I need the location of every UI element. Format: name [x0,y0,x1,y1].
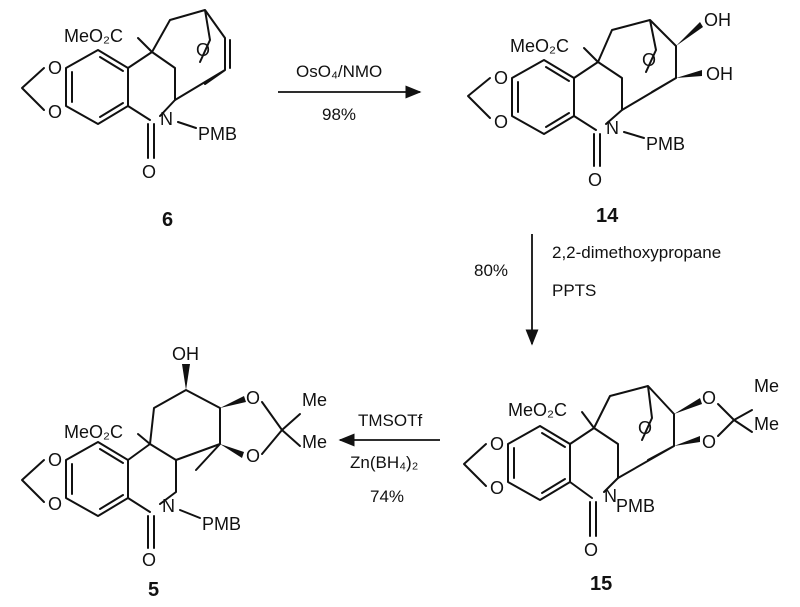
carbonyl-bond [589,501,597,537]
carbonyl-o: O [588,170,602,190]
ester-label: MeO₂C [64,26,123,46]
lactam-n: N [160,109,173,129]
step-1: OsO₄/NMO 98% [278,62,422,124]
step1-reagent: OsO₄/NMO [296,62,382,81]
lactam-n: N [606,118,619,138]
dioxole-o-top: O [494,68,508,88]
ester-bond [583,47,599,63]
n-substituent: PMB [202,514,241,534]
dioxole-o-bottom: O [490,478,504,498]
lactam-ring [573,61,623,131]
acetonide-wedge-1 [220,396,246,408]
ester-bond [137,433,151,445]
methylenedioxy-bridge [463,443,487,487]
bridge-o: O [638,418,652,438]
benzene-double-bonds [71,448,124,510]
acetonide-wedge-2 [674,436,700,446]
methylenedioxy-bridge [21,459,45,503]
dioxole-o-bottom: O [494,112,508,132]
compound-6: O O O N PMB MeO₂C O 6 [21,9,237,231]
carbonyl-o: O [142,550,156,570]
bridge-o: O [196,40,210,60]
ketal-o-2: O [246,446,260,466]
benzene-double-bonds [513,432,566,494]
carbonyl-bond [593,133,601,167]
oxabicycle [597,19,677,111]
n-pmb-bond [177,121,197,129]
methylenedioxy-bridge [21,67,45,111]
step2-reagent-1: 2,2-dimethoxypropane [552,243,721,262]
step3-reagent-2: Zn(BH₄)₂ [350,453,418,472]
ketal-o-1: O [702,388,716,408]
benzene-ring [511,59,575,135]
compound-15: O O O N PMB MeO₂C O O O Me Me 15 [463,376,779,595]
ketal-o-1: O [246,388,260,408]
benzene-double-bonds [517,66,570,128]
n-pmb-bond [623,131,645,139]
carbonyl-bond [147,515,155,549]
compound-14: O O O N PMB MeO₂C O OH OH 14 [467,10,733,227]
acetonide-wedge-1 [674,398,702,414]
oh-wedge [182,364,190,390]
ester-bond [137,37,153,53]
acetonide-carbon [717,403,753,437]
ester-label: MeO₂C [64,422,123,442]
dioxole-o-bottom: O [48,102,62,122]
oh1-wedge [676,22,703,46]
hydroxyl-1: OH [704,10,731,30]
n-pmb-bond [179,509,201,519]
lactam-ring [569,427,619,499]
compound-number-14: 14 [596,205,619,227]
carbonyl-bond [147,123,155,159]
n-substituent: PMB [646,134,685,154]
n-substituent: PMB [198,124,237,144]
dioxole-o-bottom: O [48,494,62,514]
methyl-1: Me [754,376,779,396]
benzene-ring [507,425,571,501]
step2-reagent-2: PPTS [552,281,596,300]
methyl-1: Me [302,390,327,410]
compound-number-5: 5 [148,579,159,601]
lactam-n: N [162,496,175,516]
step1-yield: 98% [322,105,356,124]
n-substituent: PMB [616,496,655,516]
lactam-n: N [604,486,617,506]
benzene-ring [65,441,129,517]
step3-yield: 74% [370,487,404,506]
hydroxyl: OH [172,344,199,364]
ester-label: MeO₂C [508,400,567,420]
step-2: 2,2-dimethoxypropane PPTS 80% [474,234,721,346]
oxabicycle [151,9,226,101]
ester-label: MeO₂C [510,36,569,56]
acetonide-wedge-2 [220,444,244,458]
step2-yield: 80% [474,261,508,280]
carbonyl-o: O [142,162,156,182]
acetonide-carbon [261,401,301,455]
cyclohexane-ring [149,389,221,471]
step-3: TMSOTf Zn(BH₄)₂ 74% [338,411,440,506]
dioxole-o-top: O [48,58,62,78]
lactam-ring [127,51,176,121]
dioxole-o-top: O [490,434,504,454]
dioxole-o-top: O [48,450,62,470]
compound-number-15: 15 [590,573,612,595]
benzene-ring [65,49,129,125]
oxabicycle [593,385,675,479]
hydroxyl-2: OH [706,64,733,84]
step3-reagent-1: TMSOTf [358,411,422,430]
methylenedioxy-bridge [467,77,491,119]
bridge-o: O [642,50,656,70]
ester-bond [581,411,595,429]
methyl-2: Me [754,414,779,434]
compound-number-6: 6 [162,209,173,231]
carbonyl-o: O [584,540,598,560]
oh2-wedge [676,70,702,78]
ketal-o-2: O [702,432,716,452]
compound-5: O O O N PMB MeO₂C OH O O Me Me 5 [21,344,327,601]
benzene-double-bonds [71,56,124,118]
methyl-2: Me [302,432,327,452]
